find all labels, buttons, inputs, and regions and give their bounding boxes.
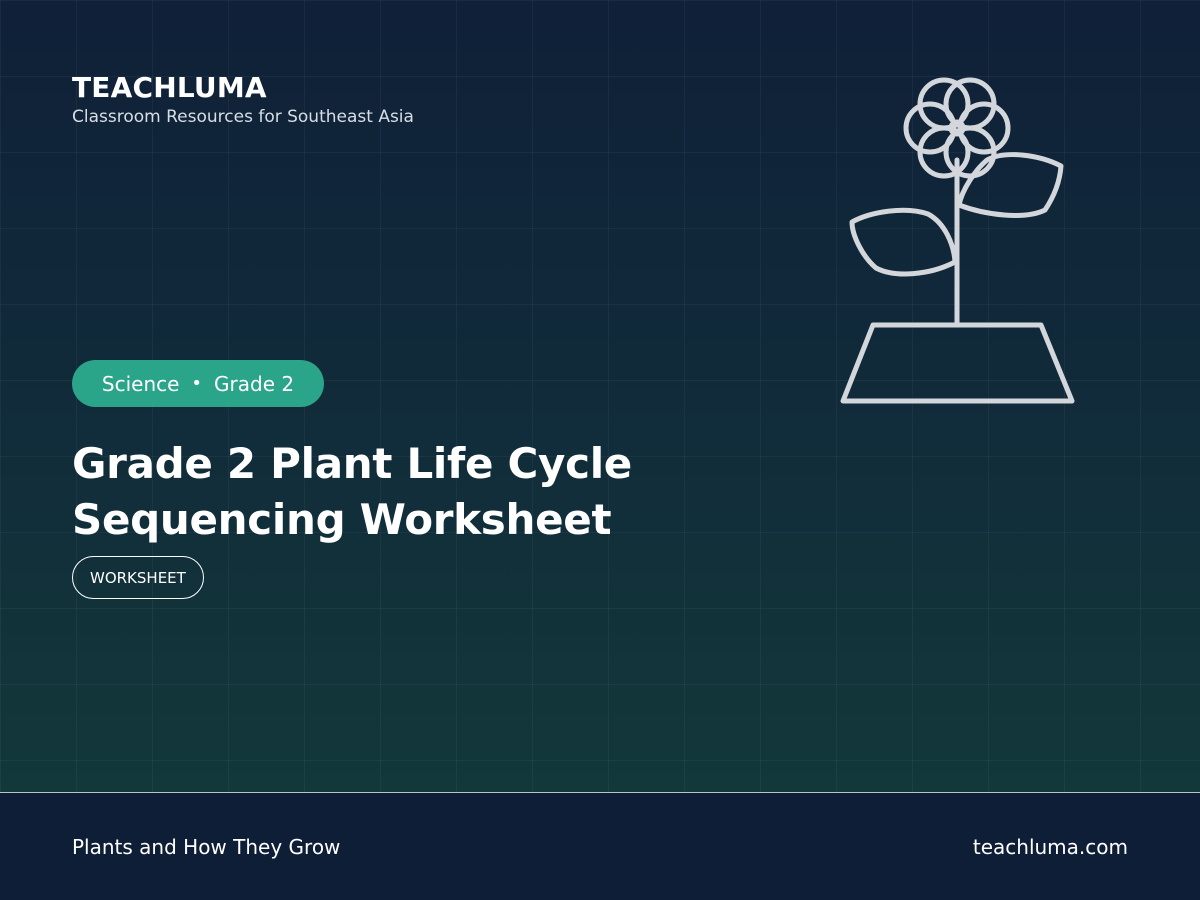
flower-head [903,77,1011,179]
grade-tag: Grade 2 [214,371,295,396]
page-title: Grade 2 Plant Life Cycle Sequencing Work… [72,439,632,544]
brand-tagline: Classroom Resources for Southeast Asia [72,107,414,127]
subject-grade-pill: Science • Grade 2 [72,360,324,407]
brand-block: TEACHLUMA Classroom Resources for Southe… [72,70,414,128]
resource-type-label: WORKSHEET [90,568,186,587]
flower-pot [840,322,1075,404]
unit-name: Plants and How They Grow [72,835,341,859]
footer: Plants and How They Grow teachluma.com [0,792,1200,900]
left-leaf [849,207,958,277]
tag-separator: • [191,373,203,394]
hero-section: TEACHLUMA Classroom Resources for Southe… [0,0,1200,792]
website-link[interactable]: teachluma.com [972,835,1128,859]
potted-flower-icon [840,77,1075,404]
resource-type-badge: WORKSHEET [72,556,204,599]
subject-tag: Science [101,371,180,396]
brand-name: TEACHLUMA [72,71,267,104]
right-leaf [956,152,1064,218]
